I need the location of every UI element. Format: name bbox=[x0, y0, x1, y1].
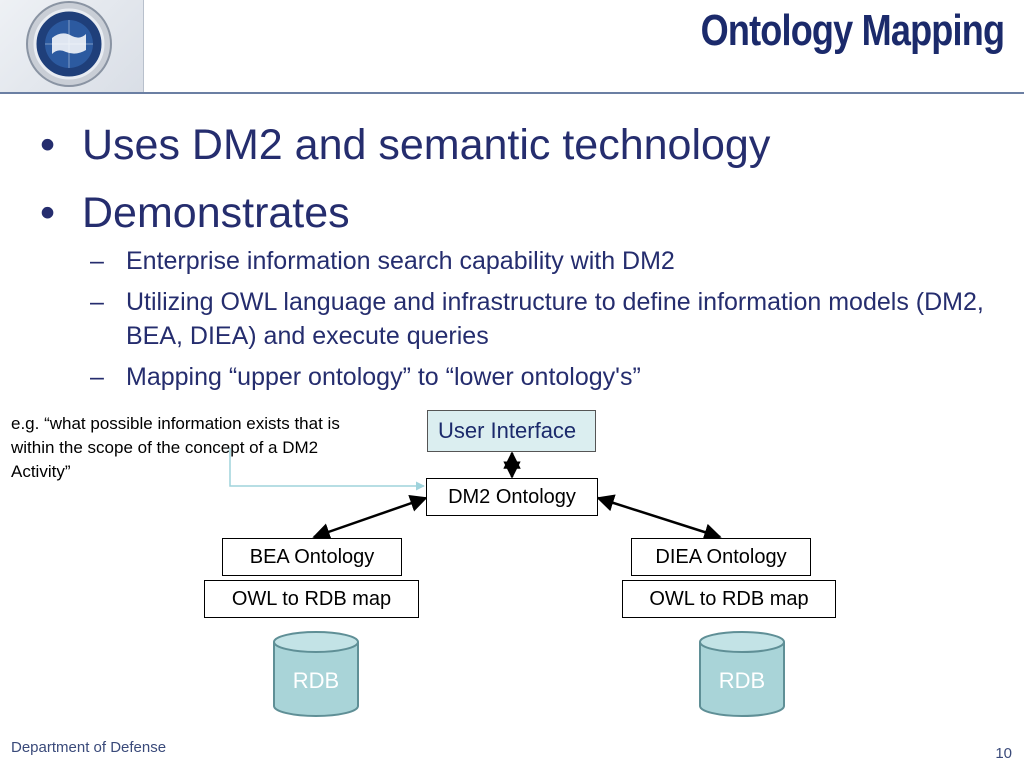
sub-bullet-text: Mapping “upper ontology” to “lower ontol… bbox=[126, 363, 641, 391]
example-note: e.g. “what possible information exists t… bbox=[11, 414, 340, 481]
slide-header bbox=[0, 0, 1024, 92]
diea-owl-rdb-map-box: OWL to RDB map bbox=[622, 580, 836, 618]
bullet-text: Demonstrates bbox=[82, 189, 350, 237]
user-interface-box: User Interface bbox=[427, 410, 596, 452]
dm2-ontology-box: DM2 Ontology bbox=[426, 478, 598, 516]
diea-ontology-box: DIEA Ontology bbox=[631, 538, 811, 576]
footer-organization: Department of Defense bbox=[11, 739, 167, 756]
bullet-item: • Demonstrates bbox=[40, 186, 1000, 240]
bea-owl-rdb-map-box: OWL to RDB map bbox=[204, 580, 419, 618]
header-divider bbox=[0, 92, 1024, 94]
logo-panel bbox=[0, 0, 144, 92]
rdb-left-label: RDB bbox=[292, 668, 340, 693]
dash-glyph: – bbox=[90, 288, 104, 316]
sub-bullet-text: Enterprise information search capability… bbox=[126, 247, 675, 275]
bullet-item: • Uses DM2 and semantic technology bbox=[40, 118, 1000, 172]
bea-ontology-box: BEA Ontology bbox=[222, 538, 402, 576]
dod-seal-icon bbox=[26, 1, 112, 87]
dash-glyph: – bbox=[90, 363, 104, 391]
bullet-list: • Uses DM2 and semantic technology • Dem… bbox=[40, 118, 1000, 401]
sub-bullet-text: Utilizing OWL language and infrastructur… bbox=[126, 288, 984, 350]
bullet-glyph: • bbox=[40, 189, 56, 237]
sub-bullet-item: – Mapping “upper ontology” to “lower ont… bbox=[40, 360, 1000, 394]
dm2-bea-arrow bbox=[312, 494, 428, 541]
sub-bullet-item: – Enterprise information search capabili… bbox=[40, 244, 1000, 278]
rdb-right-label: RDB bbox=[718, 668, 766, 693]
dash-glyph: – bbox=[90, 247, 104, 275]
slide-title: Ontology Mapping bbox=[700, 6, 1004, 55]
bullet-text: Uses DM2 and semantic technology bbox=[82, 121, 771, 169]
bullet-glyph: • bbox=[40, 121, 56, 169]
sub-bullet-item: – Utilizing OWL language and infrastruct… bbox=[40, 285, 1000, 353]
dm2-diea-arrow bbox=[596, 494, 722, 541]
page-number: 10 bbox=[995, 745, 1012, 762]
